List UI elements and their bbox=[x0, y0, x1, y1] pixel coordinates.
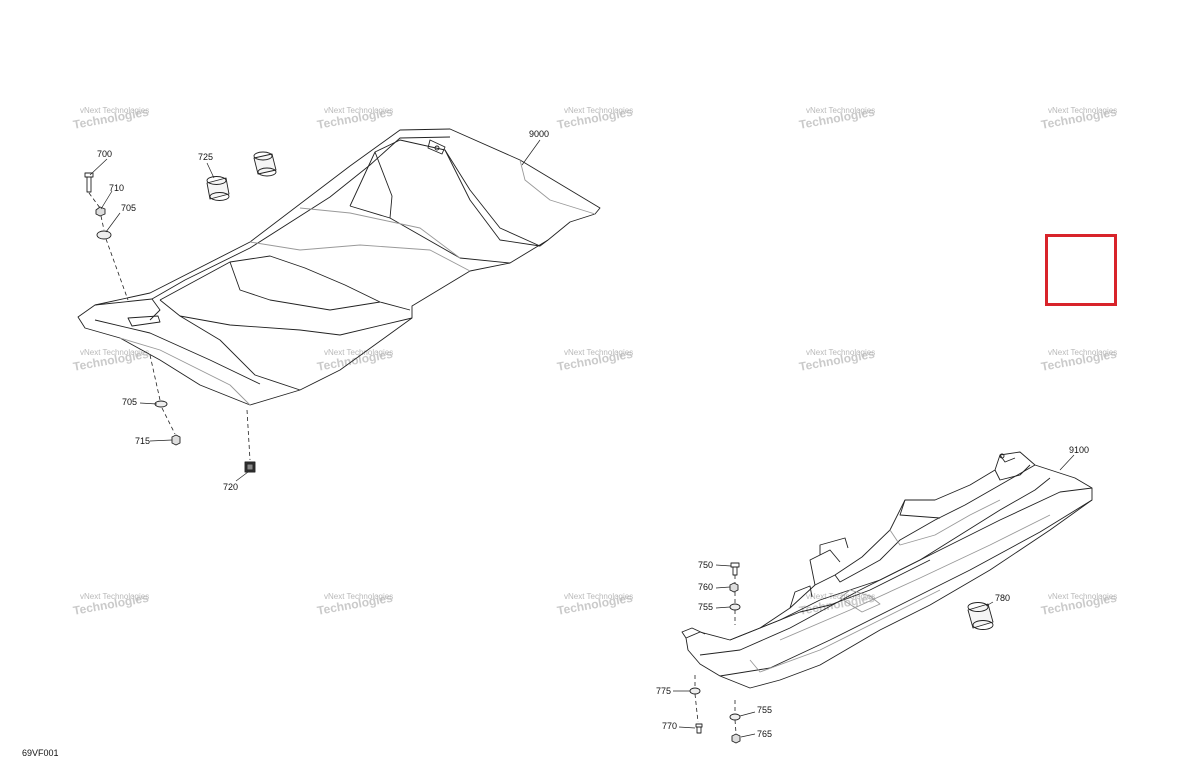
sleeve-780 bbox=[967, 602, 994, 630]
highlight-marker bbox=[1045, 234, 1117, 306]
bumper-9100 bbox=[681, 451, 1093, 689]
clip-720 bbox=[244, 461, 256, 473]
callout-780: 780 bbox=[995, 593, 1011, 603]
washer-705-upper bbox=[96, 230, 112, 240]
callout-705-upper: 705 bbox=[121, 203, 137, 213]
callout-725: 725 bbox=[198, 152, 214, 162]
callout-755-lower: 755 bbox=[757, 705, 773, 715]
bolt-700 bbox=[84, 172, 94, 193]
callout-9100: 9100 bbox=[1069, 445, 1090, 455]
callout-705-lower: 705 bbox=[122, 397, 138, 407]
nut-765 bbox=[731, 733, 741, 744]
assembly-lines-lower bbox=[694, 575, 737, 734]
nut-710 bbox=[95, 206, 106, 217]
leaders-lower bbox=[673, 454, 1075, 738]
callout-715: 715 bbox=[135, 436, 151, 446]
callout-760: 760 bbox=[698, 582, 714, 592]
callout-755-upper: 755 bbox=[698, 602, 714, 612]
nut-760 bbox=[729, 582, 739, 593]
nut-715 bbox=[171, 434, 181, 446]
callout-710: 710 bbox=[109, 183, 125, 193]
callout-770: 770 bbox=[662, 721, 678, 731]
panel-9000 bbox=[77, 128, 601, 406]
callout-775: 775 bbox=[656, 686, 672, 696]
washer-755-lower bbox=[729, 713, 741, 721]
callout-700: 700 bbox=[97, 149, 113, 159]
callout-720: 720 bbox=[223, 482, 239, 492]
washer-775 bbox=[689, 687, 701, 695]
callout-765: 765 bbox=[757, 729, 773, 739]
screw-770 bbox=[695, 723, 703, 734]
callout-9000: 9000 bbox=[529, 129, 550, 139]
washer-755-upper bbox=[729, 603, 741, 611]
sleeve-725 bbox=[206, 151, 277, 201]
callout-750: 750 bbox=[698, 560, 714, 570]
screw-750 bbox=[730, 562, 740, 576]
leaders-upper bbox=[89, 139, 541, 482]
assembly-lines-upper bbox=[88, 192, 251, 461]
diagram-code: 69VF001 bbox=[22, 748, 59, 758]
